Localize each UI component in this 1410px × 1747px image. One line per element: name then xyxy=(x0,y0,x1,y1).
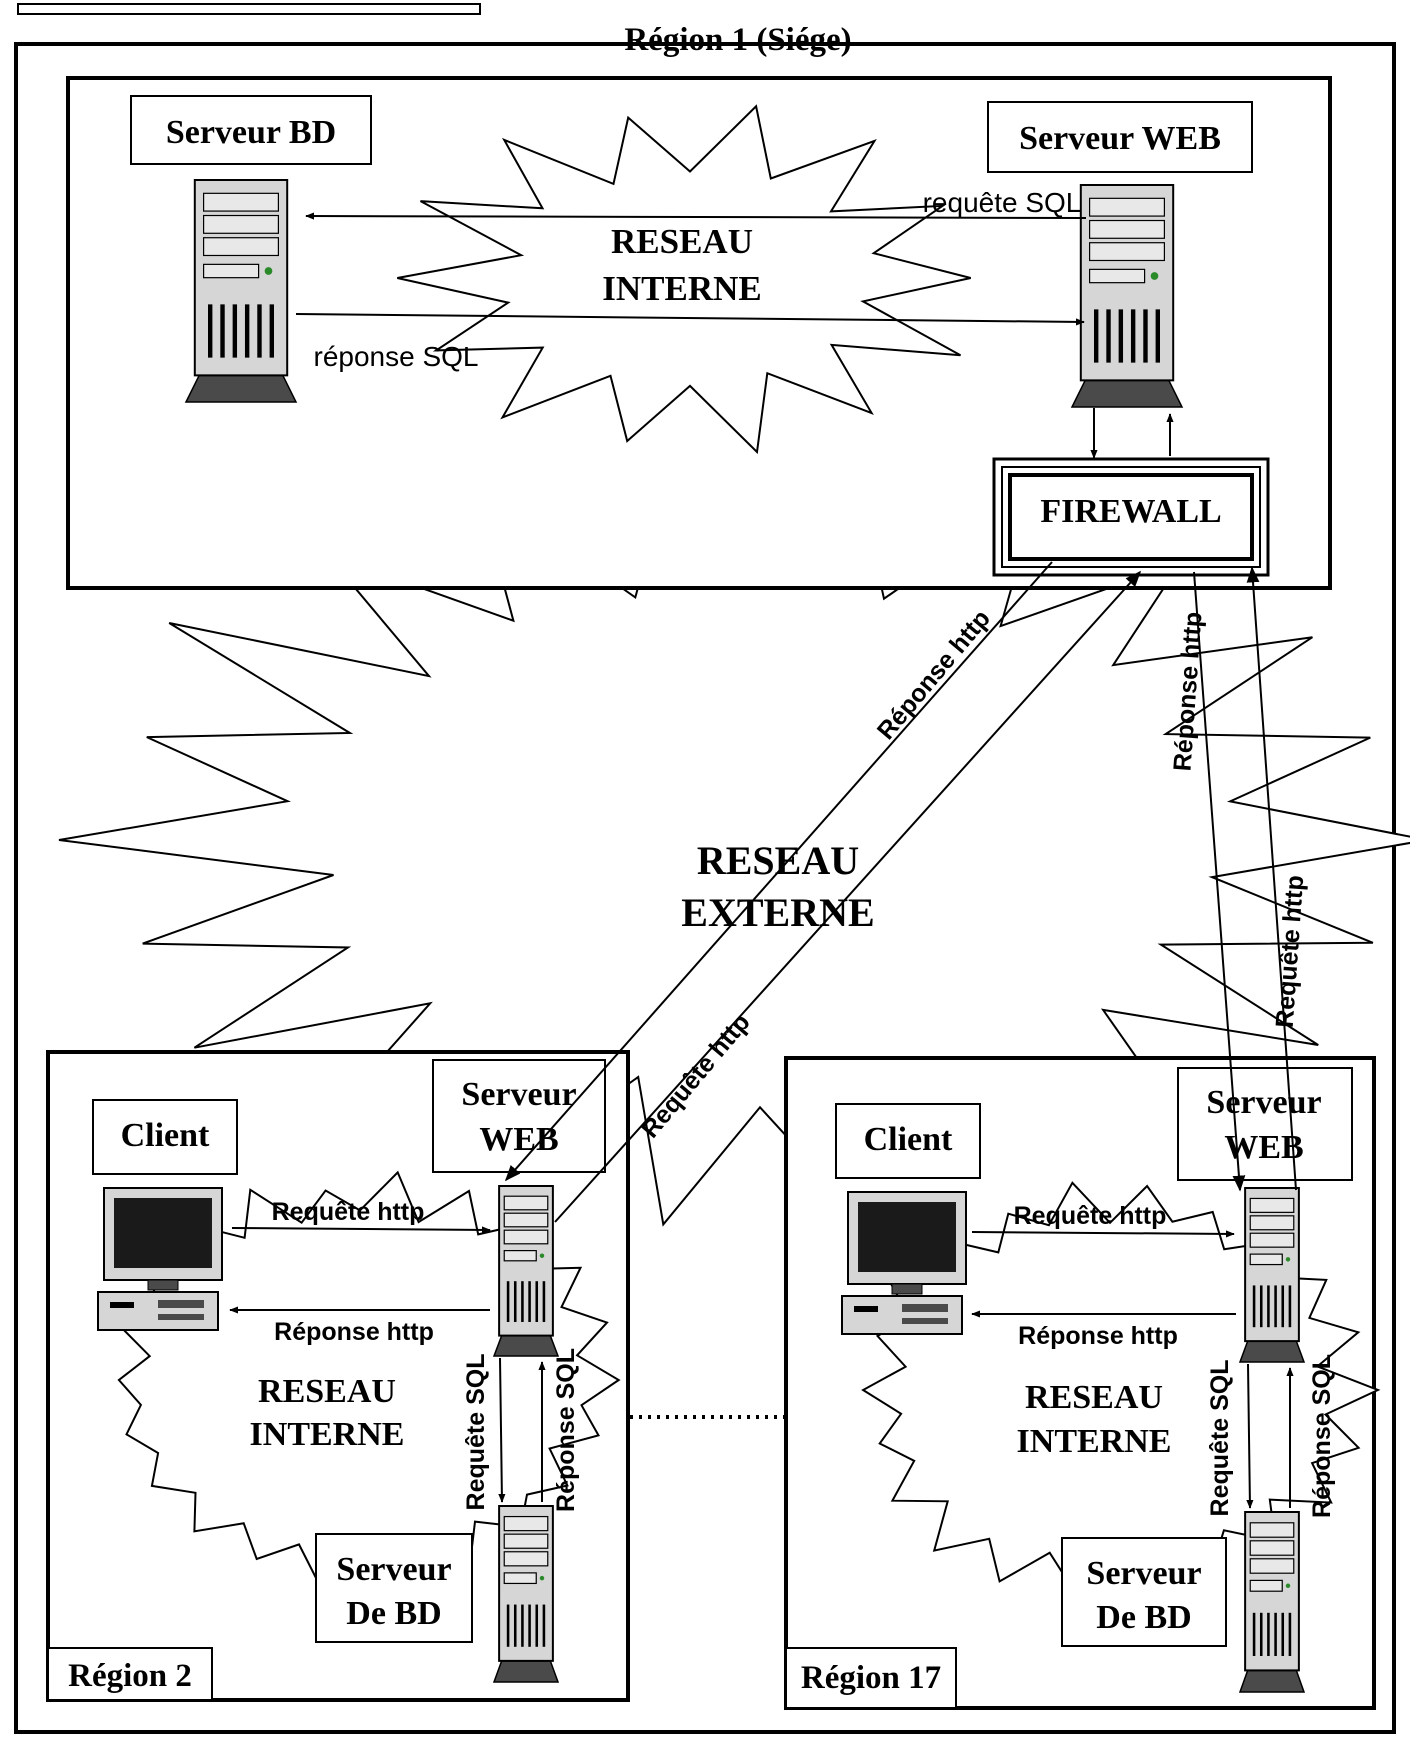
server-bay xyxy=(204,238,279,256)
server-led xyxy=(265,267,273,275)
server-bay xyxy=(504,1534,548,1548)
server-base xyxy=(494,1336,558,1356)
pc-drive xyxy=(902,1304,948,1312)
server-bay xyxy=(504,1230,548,1244)
top-left-marker xyxy=(18,4,480,14)
region1-network-label-line2: INTERNE xyxy=(602,269,761,308)
region2-web-server-label-line1: Serveur xyxy=(461,1076,576,1113)
server-base xyxy=(186,375,296,402)
pc-drive xyxy=(158,1300,204,1308)
region17-network-label-line2: INTERNE xyxy=(1017,1423,1172,1460)
server-base xyxy=(494,1661,558,1682)
region2-db-server-label-line2: De BD xyxy=(346,1595,441,1632)
server-slot xyxy=(504,1251,536,1261)
server-bay xyxy=(204,193,279,211)
monitor-screen xyxy=(114,1198,212,1268)
region2-name-label: Région 2 xyxy=(68,1658,192,1694)
region17-http-response-label: Réponse http xyxy=(1018,1322,1178,1350)
server-bay xyxy=(504,1213,548,1227)
region1-db-server-icon xyxy=(186,180,296,402)
region2-network-label-line1: RESEAU xyxy=(258,1373,396,1410)
region17-sql-response-label: Réponse SQL xyxy=(1308,1354,1336,1518)
server-slot xyxy=(504,1573,536,1584)
server-led xyxy=(540,1576,544,1580)
server-bay xyxy=(504,1552,548,1566)
region17-db-server-label-line2: De BD xyxy=(1096,1599,1191,1636)
region17-http-request-label: Requête http xyxy=(1014,1202,1167,1230)
region1-db-server-label: Serveur BD xyxy=(166,114,336,151)
server-led xyxy=(1286,1584,1290,1588)
server-led xyxy=(1151,272,1159,280)
region2-http-request-label: Requête http xyxy=(272,1198,425,1226)
pc-case xyxy=(98,1292,218,1330)
monitor-stand xyxy=(148,1280,178,1290)
server-led xyxy=(1286,1257,1290,1261)
server-slot xyxy=(1250,1580,1282,1591)
server-bay xyxy=(1250,1216,1294,1230)
server-bay xyxy=(1090,198,1165,216)
server-bay xyxy=(1250,1233,1294,1247)
server-bay xyxy=(1250,1541,1294,1555)
region2-sql-request-label: Requête SQL xyxy=(462,1354,490,1511)
server-bay xyxy=(1090,243,1165,261)
region17-sql-request-label: Requête SQL xyxy=(1206,1360,1234,1517)
server-bay xyxy=(504,1196,548,1210)
region2-web-server-label-line2: WEB xyxy=(479,1121,558,1158)
server-bay xyxy=(1090,221,1165,239)
region17-web-server-icon xyxy=(1240,1188,1304,1362)
region2-client-computer-icon xyxy=(98,1188,222,1330)
region1-title: Région 1 (Siége) xyxy=(624,22,851,58)
region1-network-label-line1: RESEAU xyxy=(611,222,753,261)
region1-sql-request-label: requête SQL xyxy=(923,187,1082,218)
server-slot xyxy=(204,264,259,277)
region1-web-server-label: Serveur WEB xyxy=(1019,120,1221,157)
server-slot xyxy=(1090,269,1145,282)
pc-drive xyxy=(902,1318,948,1324)
server-bay xyxy=(1250,1198,1294,1212)
pc-vent xyxy=(110,1302,134,1308)
region1-web-server-icon xyxy=(1072,185,1182,407)
region2-db-server-label-line1: Serveur xyxy=(336,1551,451,1588)
region17-client-label: Client xyxy=(864,1121,953,1158)
region2-network-label-line2: INTERNE xyxy=(250,1416,405,1453)
server-slot xyxy=(1250,1254,1282,1264)
region17-db-server-icon xyxy=(1240,1512,1304,1692)
pc-case xyxy=(842,1296,962,1334)
region2-db-server-icon xyxy=(494,1506,558,1682)
monitor-stand xyxy=(892,1284,922,1294)
region2-http-response-label: Réponse http xyxy=(274,1318,434,1346)
region2-web-server-icon xyxy=(494,1186,558,1356)
region17-db-server-label-line1: Serveur xyxy=(1086,1555,1201,1592)
region2-client-label: Client xyxy=(121,1117,210,1154)
pc-drive xyxy=(158,1314,204,1320)
external-network-label-line2: EXTERNE xyxy=(681,890,874,935)
monitor-screen xyxy=(858,1202,956,1272)
server-base xyxy=(1072,380,1182,407)
server-led xyxy=(540,1253,544,1257)
region17-name-label: Région 17 xyxy=(801,1660,941,1696)
server-base xyxy=(1240,1341,1304,1362)
firewall-label: FIREWALL xyxy=(1040,493,1221,530)
server-bay xyxy=(1250,1559,1294,1573)
region17-network-label-line1: RESEAU xyxy=(1025,1379,1163,1416)
server-bay xyxy=(1250,1523,1294,1537)
pc-vent xyxy=(854,1306,878,1312)
server-bay xyxy=(504,1517,548,1531)
external-http-request-label-2: Requête http xyxy=(1271,874,1310,1028)
region17-client-computer-icon xyxy=(842,1192,966,1334)
region17-web-server-label-line1: Serveur xyxy=(1206,1084,1321,1121)
server-bay xyxy=(204,216,279,234)
region2-sql-response-label: Réponse SQL xyxy=(552,1348,580,1512)
region1-sql-response-label: réponse SQL xyxy=(314,341,479,372)
external-network-label-line1: RESEAU xyxy=(697,838,859,883)
server-base xyxy=(1240,1670,1304,1692)
